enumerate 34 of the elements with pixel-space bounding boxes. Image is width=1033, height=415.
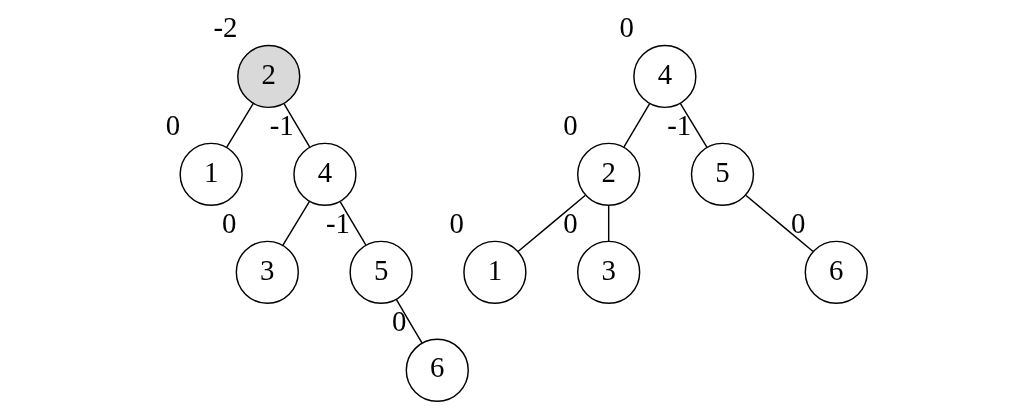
- node-circle: 2: [237, 44, 301, 109]
- node-circle: 5: [690, 142, 755, 207]
- connector: [517, 194, 586, 253]
- node-label: 0: [391, 304, 407, 337]
- node-label: 0: [563, 206, 578, 239]
- connector: [623, 103, 651, 148]
- node-label: -1: [269, 108, 294, 141]
- node-label: 0: [563, 108, 578, 141]
- connector: [339, 201, 367, 246]
- connector: [282, 200, 311, 247]
- node-circle: 2: [577, 142, 641, 207]
- node-label: 0: [619, 10, 634, 43]
- node-label: -1: [667, 108, 692, 141]
- node-label: -2: [213, 10, 238, 43]
- connector: [679, 102, 708, 149]
- node-circle: 4: [293, 142, 357, 207]
- connector: [607, 204, 610, 242]
- node-label: 0: [221, 206, 237, 239]
- connector: [395, 299, 423, 344]
- node-circle: 5: [349, 240, 413, 304]
- node-circle: 3: [577, 240, 641, 304]
- node-circle: 6: [804, 240, 868, 304]
- node-label: 0: [449, 206, 464, 239]
- node-circle: 3: [235, 240, 299, 304]
- node-label: -1: [325, 206, 350, 239]
- node-circle: 4: [633, 44, 697, 109]
- node-circle: 1: [463, 240, 527, 304]
- node-label: 0: [790, 206, 806, 239]
- node-label: 0: [165, 108, 181, 141]
- connector: [745, 194, 814, 253]
- node-circle: 6: [405, 338, 469, 402]
- connector: [283, 103, 311, 148]
- connector: [225, 102, 255, 149]
- node-circle: 1: [179, 142, 243, 207]
